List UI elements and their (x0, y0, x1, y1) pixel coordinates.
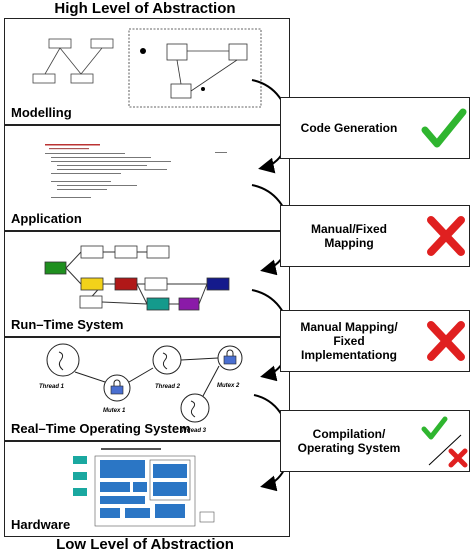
thread-3-label: Thread 3 (181, 428, 207, 434)
task-yellow (80, 277, 104, 291)
mutex-1-label: Mutex 1 (103, 408, 126, 414)
rtos-threads-diagram: Thread 1 Thread 2 Thread 3 Mutex 1 Mutex… (39, 343, 243, 434)
modelling-diagrams (32, 28, 262, 108)
task-red (114, 277, 138, 291)
application-code-snippet (45, 144, 227, 198)
layer-application: Application (4, 125, 290, 231)
task-white-4 (144, 277, 168, 291)
check-icon (421, 108, 467, 148)
check-icon (421, 416, 448, 440)
layer-hardware: Hardware (4, 441, 290, 537)
thread-3-swirl-icon (180, 393, 210, 423)
layer-rtos: Thread 1 Thread 2 Thread 3 Mutex 1 Mutex… (4, 337, 290, 441)
step-label-code-generation: Code Generation (300, 121, 398, 135)
task-teal (146, 297, 170, 311)
runtime-task-graph (44, 245, 230, 311)
title-high-abstraction: High Level of Abstraction (54, 0, 236, 17)
step-code-generation: Code Generation (280, 97, 470, 159)
step-label-compilation: Compilation/ Operating System (297, 427, 401, 455)
step-label-manual-fixed-mapping: Manual/Fixed Mapping (310, 222, 387, 250)
layer-label-application: Application (11, 211, 82, 226)
step-compilation-operating-system: Compilation/ Operating System (280, 410, 470, 472)
task-navy (206, 277, 230, 291)
layer-runtime-system: Run–Time System (4, 231, 290, 337)
task-white-2 (114, 245, 138, 259)
thread-1-label: Thread 1 (39, 384, 65, 390)
hardware-block-diagram (73, 448, 215, 527)
thread-1-swirl-icon (46, 343, 80, 377)
task-white-3 (146, 245, 170, 259)
task-white-5 (79, 295, 103, 309)
task-green (44, 261, 67, 275)
step-manual-fixed-mapping: Manual/Fixed Mapping (280, 205, 470, 267)
step-label-manual-mapping: Manual Mapping/ Fixed Implementationg (300, 320, 398, 362)
step-manual-mapping-fixed-implementation: Manual Mapping/ Fixed Implementationg (280, 310, 470, 372)
check-cross-icon (421, 416, 468, 468)
layer-modelling: Modelling (4, 18, 290, 125)
task-white-1 (80, 245, 104, 259)
layer-label-modelling: Modelling (11, 105, 72, 120)
layer-label-hardware: Hardware (11, 517, 71, 532)
layer-label-runtime: Run–Time System (11, 317, 124, 332)
cross-icon (427, 321, 465, 361)
thread-2-label: Thread 2 (155, 384, 181, 390)
cross-icon (448, 448, 468, 468)
task-purple (178, 297, 200, 311)
layer-label-rtos: Real–Time Operating System (11, 421, 191, 436)
mutex-2-label: Mutex 2 (217, 383, 240, 389)
title-low-abstraction: Low Level of Abstraction (56, 536, 234, 553)
cross-icon (427, 216, 465, 256)
